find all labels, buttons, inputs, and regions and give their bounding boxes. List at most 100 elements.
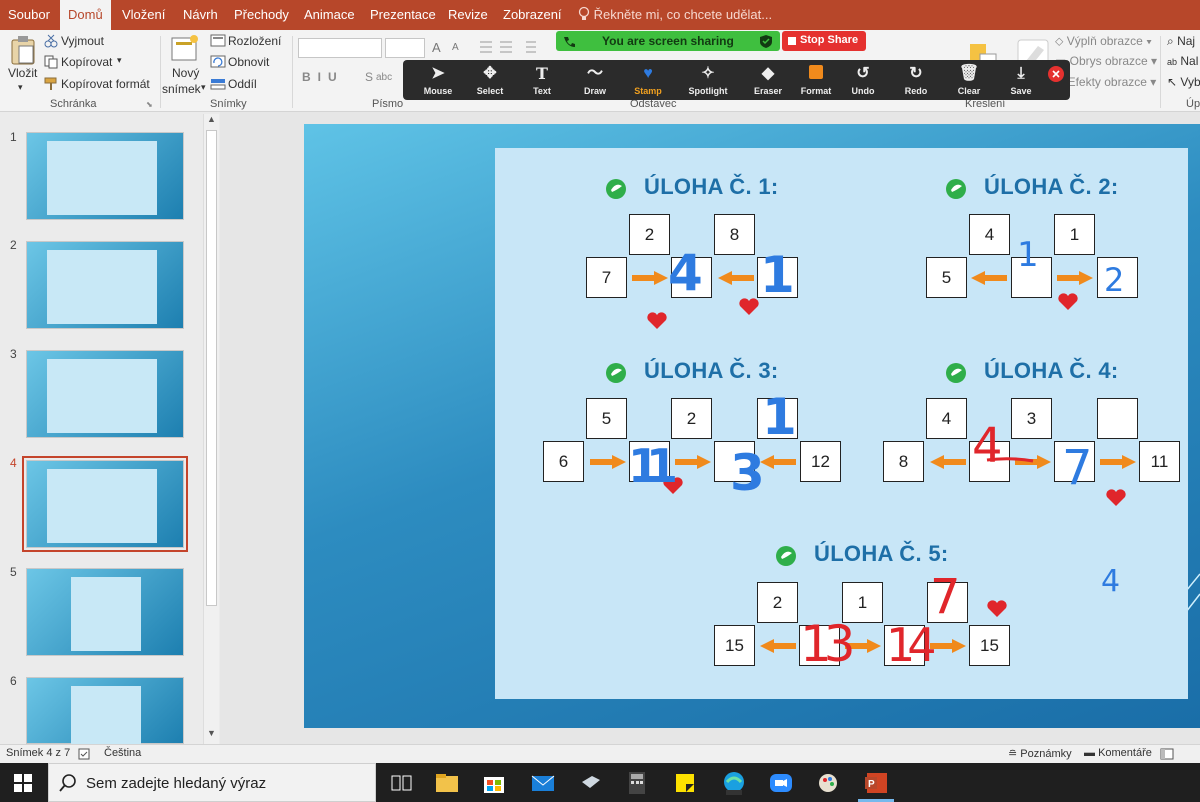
new-slide-icon[interactable]: [170, 34, 200, 64]
calculator-icon[interactable]: [624, 770, 650, 796]
answer-box[interactable]: [799, 625, 840, 666]
comments-button[interactable]: ▬ Komentáře: [1084, 747, 1152, 759]
section-button[interactable]: Oddíl: [228, 77, 257, 91]
scroll-up-icon[interactable]: ▲: [207, 114, 216, 124]
slide-thumbnail-5[interactable]: [26, 568, 184, 656]
tool-stamp[interactable]: ♥Stamp: [621, 60, 675, 100]
reset-button[interactable]: Obnovit: [228, 55, 270, 69]
select-button[interactable]: ↖ Vyb: [1167, 75, 1200, 89]
tool-undo[interactable]: ↺Undo: [836, 60, 890, 100]
answer-box[interactable]: [671, 257, 712, 298]
answer-box[interactable]: [757, 257, 798, 298]
answer-box[interactable]: [629, 441, 670, 482]
stop-share-button[interactable]: Stop Share: [782, 31, 866, 51]
shape-effects-button[interactable]: ◇ Efekty obrazce ▾: [1055, 75, 1157, 89]
copy-dropdown-icon[interactable]: ▾: [117, 55, 122, 65]
slide-thumbnail-2[interactable]: [26, 241, 184, 329]
tab-file[interactable]: Soubor: [8, 7, 50, 22]
answer-box[interactable]: [884, 625, 925, 666]
taskbar-search-box[interactable]: Sem zadejte hledaný výraz: [48, 763, 376, 802]
spellcheck-icon[interactable]: [78, 748, 90, 760]
tab-insert[interactable]: Vložení: [122, 7, 166, 22]
new-slide-label-2[interactable]: snímek: [162, 82, 201, 96]
slide-thumbnail-1[interactable]: [26, 132, 184, 220]
answer-box[interactable]: [927, 582, 968, 623]
file-explorer-icon[interactable]: [434, 770, 460, 796]
find-button[interactable]: ⌕ Naj: [1167, 34, 1196, 48]
character-spacing-button[interactable]: abc: [376, 72, 393, 83]
scroll-down-icon[interactable]: ▼: [207, 728, 216, 738]
tool-clear[interactable]: 🗑︎Clear: [942, 60, 996, 100]
tool-redo-label: Redo: [904, 86, 928, 96]
layout-button[interactable]: Rozložení: [228, 34, 282, 48]
tool-redo[interactable]: ↻Redo: [889, 60, 943, 100]
paste-dropdown-icon[interactable]: ▾: [18, 82, 23, 92]
shape-fill-button[interactable]: ⬦ Výplň obrazce ▾: [1055, 34, 1152, 48]
tool-mouse[interactable]: ➤Mouse: [411, 60, 465, 100]
paint-icon[interactable]: [816, 770, 842, 796]
thumbnail-scrollbar[interactable]: ▲ ▼: [203, 114, 219, 744]
answer-box[interactable]: [1097, 257, 1138, 298]
close-toolbar-icon[interactable]: [1048, 66, 1064, 82]
font-format-buttons[interactable]: BIU: [302, 70, 344, 84]
copy-button[interactable]: Kopírovat: [61, 55, 113, 69]
paste-icon[interactable]: [10, 34, 36, 66]
slide-thumbnail-3[interactable]: [26, 350, 184, 438]
store-icon[interactable]: [481, 770, 507, 796]
slide-thumbnail-4[interactable]: [22, 456, 188, 552]
answer-box[interactable]: [969, 441, 1010, 482]
notes-button[interactable]: ≘ Poznámky: [1008, 748, 1072, 760]
new-slide-dropdown-icon[interactable]: ▾: [201, 82, 206, 92]
normal-view-icon[interactable]: [1160, 748, 1174, 760]
number-box: 8: [883, 441, 924, 482]
tool-select[interactable]: ✥Select: [463, 60, 517, 100]
shape-outline-button[interactable]: ▭ Obrys obrazce ▾: [1055, 54, 1158, 68]
task-view-icon[interactable]: [388, 770, 414, 796]
stop-share-label: Stop Share: [800, 34, 859, 46]
answer-box[interactable]: [1054, 441, 1095, 482]
zoom-app-icon[interactable]: [768, 770, 794, 796]
windows-start-icon[interactable]: [14, 774, 32, 792]
tab-animations[interactable]: Animace: [304, 7, 355, 22]
tab-design[interactable]: Návrh: [183, 7, 218, 22]
tool-spotlight[interactable]: ✧Spotlight: [681, 60, 735, 100]
heart-stamp: [739, 298, 759, 315]
tool-save[interactable]: ⤓Save: [994, 60, 1048, 100]
answer-box[interactable]: [1011, 257, 1052, 298]
replace-button[interactable]: ab Nal: [1167, 54, 1199, 68]
language-indicator[interactable]: Čeština: [104, 747, 142, 759]
clipboard-launcher-icon[interactable]: ⬊: [146, 100, 153, 109]
slide-thumbnail-6[interactable]: [26, 677, 184, 760]
powerpoint-icon[interactable]: P: [863, 770, 889, 796]
tool-format[interactable]: Format: [789, 60, 843, 100]
tab-home[interactable]: Domů: [60, 0, 111, 30]
cut-button[interactable]: Vyjmout: [61, 34, 104, 48]
tool-draw[interactable]: 〜Draw: [568, 60, 622, 100]
tool-eraser[interactable]: ◆Eraser: [741, 60, 795, 100]
paragraph-list-icons[interactable]: [478, 38, 556, 56]
format-painter-button[interactable]: Kopírovat formát: [61, 77, 150, 91]
new-slide-label-1[interactable]: Nový: [172, 66, 200, 80]
answer-box[interactable]: [714, 441, 755, 482]
tell-me-box[interactable]: Řekněte mi, co chcete udělat...: [578, 0, 772, 30]
tab-slideshow[interactable]: Prezentace: [370, 7, 436, 22]
tab-transitions[interactable]: Přechody: [234, 7, 289, 22]
tab-review[interactable]: Revize: [448, 7, 488, 22]
mail-icon[interactable]: [530, 770, 556, 796]
decrease-font-button[interactable]: A: [452, 42, 459, 53]
edge-beta-icon[interactable]: [721, 770, 747, 796]
strikethrough-button[interactable]: S: [365, 70, 374, 84]
font-group-label: Písmo: [372, 98, 404, 110]
paste-button[interactable]: Vložit: [8, 66, 38, 80]
arrow-right-icon: [590, 455, 626, 469]
app-icon[interactable]: [578, 770, 604, 796]
increase-font-button[interactable]: A: [432, 40, 441, 55]
scroll-thumb[interactable]: [206, 130, 217, 606]
sticky-notes-icon[interactable]: [672, 770, 698, 796]
font-name-combobox[interactable]: [298, 38, 382, 58]
answer-box[interactable]: [1097, 398, 1138, 439]
answer-box[interactable]: [757, 398, 798, 439]
tab-view[interactable]: Zobrazení: [503, 7, 562, 22]
font-size-combobox[interactable]: [385, 38, 425, 58]
